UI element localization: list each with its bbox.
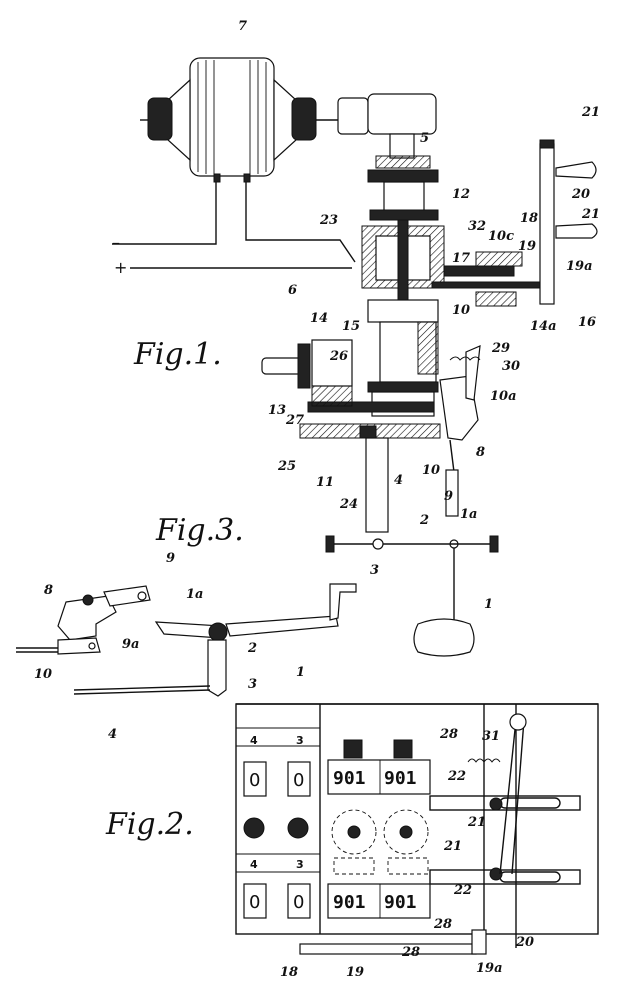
zero-window: 0 [249, 892, 260, 913]
ref-label: 19 [518, 239, 536, 254]
fig2-panel-text: 4 3 4 3 0 0 0 0 901 901 901 901 [249, 734, 417, 913]
motor-wiring [112, 182, 356, 269]
counter-readout: 901 [333, 768, 366, 789]
ref-label: 1 [484, 597, 493, 612]
fig3-reference-numerals: 9 8 1a 9a 2 1 10 3 4 [34, 551, 305, 742]
ref-label: 10 [452, 303, 470, 318]
ref-label: 1a [186, 587, 203, 602]
ref-label: 31 [482, 729, 500, 744]
ref-label: 19a [566, 259, 593, 274]
ref-label: 9 [166, 551, 175, 566]
ref-label: 14 [310, 311, 328, 326]
crossbar [325, 535, 499, 553]
ref-label: 2 [419, 513, 429, 528]
ref-label: 22 [453, 883, 472, 898]
plate-20 [539, 139, 598, 305]
ref-label: 15 [342, 319, 360, 334]
fig1-title: Fig.1. [133, 337, 222, 372]
figure-titles: Fig.1. Fig.2. Fig.3. [105, 337, 244, 842]
ref-label: 13 [268, 403, 286, 418]
zero-window: 0 [293, 770, 304, 791]
ref-label: 25 [277, 459, 296, 474]
minus-sign: – [112, 233, 120, 252]
counter-readout: 901 [333, 892, 366, 913]
ref-label: 12 [452, 187, 470, 202]
ref-label: 14a [530, 319, 557, 334]
plus-sign: + [114, 258, 127, 277]
ref-label: 1a [460, 507, 477, 522]
ref-label: 18 [280, 965, 298, 980]
lever-assembly [413, 345, 481, 657]
ref-label: 20 [515, 935, 534, 950]
ref-label: 29 [491, 341, 510, 356]
ref-label: 17 [452, 251, 470, 266]
ref-label: 21 [581, 105, 600, 120]
ref-label: 19a [476, 961, 503, 976]
column-label: 4 [250, 734, 258, 747]
ref-label: 10a [490, 389, 517, 404]
ref-label: 26 [329, 349, 348, 364]
ref-label: 7 [238, 19, 247, 34]
motor [140, 57, 437, 183]
ref-label: 2 [247, 641, 257, 656]
ref-label: 6 [288, 283, 297, 298]
column-label: 3 [296, 734, 304, 747]
fig3-title: Fig.3. [155, 513, 244, 548]
ref-label: 4 [394, 473, 403, 488]
ref-label: 21 [581, 207, 600, 222]
column-label: 4 [250, 858, 258, 871]
zero-window: 0 [293, 892, 304, 913]
ref-label: 8 [476, 445, 485, 460]
ref-label: 24 [339, 497, 358, 512]
ref-label: 28 [401, 945, 420, 960]
ref-label: 9 [444, 489, 453, 504]
ref-label: 30 [502, 359, 520, 374]
ref-label: 3 [248, 677, 257, 692]
ref-label: 21 [467, 815, 486, 830]
figure-3-drawing [16, 583, 357, 697]
ref-label: 11 [316, 475, 334, 490]
ref-label: 3 [370, 563, 379, 578]
fig2-title: Fig.2. [105, 807, 194, 842]
ref-label: 16 [578, 315, 596, 330]
ref-label: 8 [44, 583, 53, 598]
ref-label: 10 [34, 667, 52, 682]
counter-readout: 901 [384, 892, 417, 913]
fig2-reference-numerals: 28 31 22 21 21 22 28 28 18 19 19a 20 [280, 727, 534, 980]
figure-1-drawing [112, 57, 598, 657]
ref-label: 10c [488, 229, 514, 244]
ref-label: 28 [439, 727, 458, 742]
ref-label: 4 [108, 727, 117, 742]
ref-label: 5 [420, 131, 429, 146]
ref-label: 10 [422, 463, 440, 478]
ref-label: 28 [433, 917, 452, 932]
fig1-reference-numerals: 7 5 21 20 21 12 23 32 10c 18 19 19a 6 17… [238, 19, 600, 612]
figure-2-drawing [235, 703, 599, 955]
ref-label: 19 [346, 965, 364, 980]
ref-label: 21 [443, 839, 462, 854]
ref-label: 27 [285, 413, 304, 428]
bevel-gear-assembly [261, 339, 353, 407]
ref-label: 22 [447, 769, 466, 784]
ref-label: 1 [296, 665, 305, 680]
zero-window: 0 [249, 770, 260, 791]
gear-column [299, 133, 551, 533]
column-label: 3 [296, 858, 304, 871]
ref-label: 9a [122, 637, 139, 652]
ref-label: 20 [571, 187, 590, 202]
ref-label: 18 [520, 211, 538, 226]
counter-readout: 901 [384, 768, 417, 789]
ref-label: 32 [468, 219, 486, 234]
circuit-signs: – + [112, 233, 127, 277]
ref-label: 23 [319, 213, 338, 228]
